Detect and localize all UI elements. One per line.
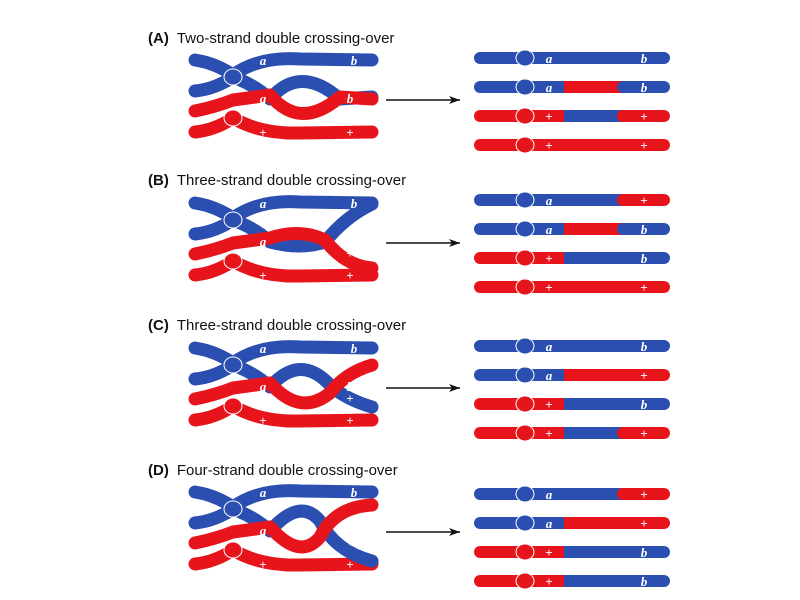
panel-d-allele-plus-1: + xyxy=(259,535,266,550)
panel-a-allele-plus-2: + xyxy=(259,125,266,140)
panel-d-result-2-allele-right: + xyxy=(640,516,647,531)
panel-b-result-4-centromere xyxy=(516,279,534,295)
panel-b-result-3-allele-right: b xyxy=(641,251,648,266)
panel-b-centromere-bottom xyxy=(224,253,242,269)
panel-c-allele-b-1: b xyxy=(351,341,358,356)
panel-c-centromere-top xyxy=(224,357,242,373)
panel-d-allele-plus-2: + xyxy=(259,557,266,572)
panel-a-result-4-centromere xyxy=(516,137,534,153)
panel-b-result-2-allele-right: b xyxy=(641,222,648,237)
panel-c-result-1-centromere xyxy=(516,338,534,354)
panel-c-result-3-centromere xyxy=(516,396,534,412)
panel-a-centromere-top xyxy=(224,69,242,85)
panel-d-allele-a-1: a xyxy=(260,485,267,500)
panel-c-allele-plus-1: + xyxy=(259,391,266,406)
panel-b-allele-plus-4: + xyxy=(346,268,353,283)
panel-c-result-3-allele-right: b xyxy=(641,397,648,412)
panel-b-result-3-allele-left: + xyxy=(545,251,552,266)
panel-c-result-2-centromere xyxy=(516,367,534,383)
panel-a-result-1-allele-right: b xyxy=(641,51,648,66)
panel-c-result-1-allele-right: b xyxy=(641,339,648,354)
panel-c-allele-a-1: a xyxy=(260,341,267,356)
panel-d-result-4-centromere xyxy=(516,573,534,589)
panel-a-result-4-allele-right: + xyxy=(640,138,647,153)
panel-a-result-2-allele-left: a xyxy=(546,80,553,95)
panel-b-centromere-top xyxy=(224,212,242,228)
panel-b-allele-a-1: a xyxy=(260,196,267,211)
panel-a-result-2-centromere xyxy=(516,79,534,95)
panel-b-result-4-allele-right: + xyxy=(640,280,647,295)
panel-d-result-4-allele-right: b xyxy=(641,574,648,589)
panel-a-result-3-centromere xyxy=(516,108,534,124)
panel-b-result-4-allele-left: + xyxy=(545,280,552,295)
panel-b-allele-b-1: b xyxy=(351,196,358,211)
panel-d-allele-plus-4: + xyxy=(346,557,353,572)
panel-c-result-3-allele-left: + xyxy=(545,397,552,412)
panel-d-result-3-centromere xyxy=(516,544,534,560)
panel-a-result-2-allele-right: b xyxy=(641,80,648,95)
panel-b-result-1-allele-left: a xyxy=(546,193,553,208)
panel-d-allele-plus-3: + xyxy=(346,535,353,550)
panel-d-result-1-allele-left: a xyxy=(546,487,553,502)
panel-b-allele-plus-3: + xyxy=(346,246,353,261)
panel-c-allele-plus-3: + xyxy=(346,391,353,406)
panel-b-result-1-centromere xyxy=(516,192,534,208)
panel-d-result-3-allele-right: b xyxy=(641,545,648,560)
panel-c-result-4-allele-left: + xyxy=(545,426,552,441)
panel-b-result-2-centromere xyxy=(516,221,534,237)
panel-d-centromere-top xyxy=(224,501,242,517)
panel-c-result-2-allele-right: + xyxy=(640,368,647,383)
panel-a-strand-1 xyxy=(195,59,372,75)
panel-a-result-4-allele-left: + xyxy=(545,138,552,153)
panel-c-allele-plus-2: + xyxy=(259,413,266,428)
panel-c-result-1-allele-left: a xyxy=(546,339,553,354)
panel-b-allele-plus-1: + xyxy=(259,246,266,261)
panel-b-result-1-allele-right: + xyxy=(640,193,647,208)
panel-a-centromere-bottom xyxy=(224,110,242,126)
panel-d-result-2-allele-left: a xyxy=(546,516,553,531)
panel-d-result-1-allele-right: + xyxy=(640,487,647,502)
panel-c-result-4-allele-right: + xyxy=(640,426,647,441)
panel-d-result-4-allele-left: + xyxy=(545,574,552,589)
panel-c-centromere-bottom xyxy=(224,398,242,414)
panel-d-result-1-centromere xyxy=(516,486,534,502)
panel-d-result-2-centromere xyxy=(516,515,534,531)
panel-b-allele-plus-2: + xyxy=(259,268,266,283)
panel-a-allele-a-1: a xyxy=(260,53,267,68)
panel-d-allele-b-1: b xyxy=(351,485,358,500)
panel-c-result-2-allele-left: a xyxy=(546,368,553,383)
panel-d-result-3-allele-left: + xyxy=(545,545,552,560)
panel-a-result-3-allele-right: + xyxy=(640,109,647,124)
panel-c-result-4-centromere xyxy=(516,425,534,441)
panel-a-result-3-allele-left: + xyxy=(545,109,552,124)
panel-a-allele-plus-4: + xyxy=(346,125,353,140)
panel-a-allele-plus-3: + xyxy=(346,103,353,118)
panel-b-result-3-centromere xyxy=(516,250,534,266)
panel-a-result-1-centromere xyxy=(516,50,534,66)
panel-a-allele-plus-1: + xyxy=(259,103,266,118)
panel-c-strand-1 xyxy=(195,347,372,363)
panel-a-allele-b-1: b xyxy=(351,53,358,68)
panel-a-result-1-allele-left: a xyxy=(546,51,553,66)
panel-c-allele-plus-4: + xyxy=(346,413,353,428)
panel-d-centromere-bottom xyxy=(224,542,242,558)
panel-b-result-2-allele-left: a xyxy=(546,222,553,237)
